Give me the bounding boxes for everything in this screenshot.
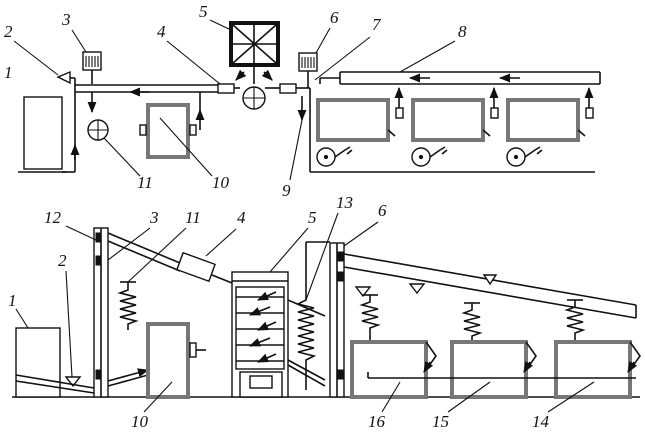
bottom-label-15: 15 — [432, 412, 449, 431]
top-tank-10 — [146, 103, 190, 159]
top-nozzle-2 — [56, 70, 71, 85]
top-label-8: 8 — [458, 22, 467, 41]
bottom-tank-10 — [146, 322, 190, 399]
top-bath-c — [506, 98, 580, 142]
bottom-label-5: 5 — [308, 208, 317, 227]
bottom-label-10: 10 — [131, 412, 149, 431]
bottom-label-2: 2 — [58, 251, 67, 270]
top-labels: 1 2 3 4 5 6 7 8 9 10 11 — [4, 2, 467, 200]
bottom-label-11: 11 — [185, 208, 201, 227]
bottom-spring-11 — [117, 282, 139, 330]
bottom-labels: 1 2 12 3 11 4 5 13 6 10 16 15 14 — [8, 193, 595, 431]
bottom-label-3: 3 — [149, 208, 159, 227]
top-label-7: 7 — [372, 15, 382, 34]
bottom-label-16: 16 — [368, 412, 386, 431]
top-label-9: 9 — [282, 181, 291, 200]
top-label-10: 10 — [212, 173, 230, 192]
top-label-3: 3 — [61, 10, 71, 29]
top-label-2: 2 — [4, 22, 13, 41]
bottom-label-13: 13 — [336, 193, 353, 212]
bottom-label-14: 14 — [532, 412, 550, 431]
top-label-1: 1 — [4, 63, 13, 82]
top-label-6: 6 — [330, 8, 339, 27]
bottom-nozzle-2 — [64, 376, 82, 388]
bottom-cabinet-1 — [15, 327, 61, 398]
top-cabinet-1 — [23, 96, 63, 170]
bottom-label-6: 6 — [378, 201, 387, 220]
bottom-bath-14 — [554, 340, 632, 399]
top-valve-9 — [279, 83, 297, 94]
top-plan-view — [18, 21, 601, 173]
bottom-bath-15 — [450, 340, 528, 399]
bottom-spring-13 — [295, 242, 317, 390]
bottom-label-4: 4 — [237, 208, 246, 227]
bottom-label-1: 1 — [8, 291, 17, 310]
top-bath-a — [316, 98, 390, 142]
top-label-5: 5 — [199, 2, 208, 21]
bottom-bath-16 — [350, 340, 428, 399]
top-label-4: 4 — [157, 22, 166, 41]
top-valve-4 — [217, 83, 235, 94]
bottom-valve-4 — [176, 251, 216, 283]
top-bath-b — [411, 98, 485, 142]
bottom-side-view — [12, 227, 641, 399]
top-label-11: 11 — [137, 173, 153, 192]
bottom-label-12: 12 — [44, 208, 62, 227]
